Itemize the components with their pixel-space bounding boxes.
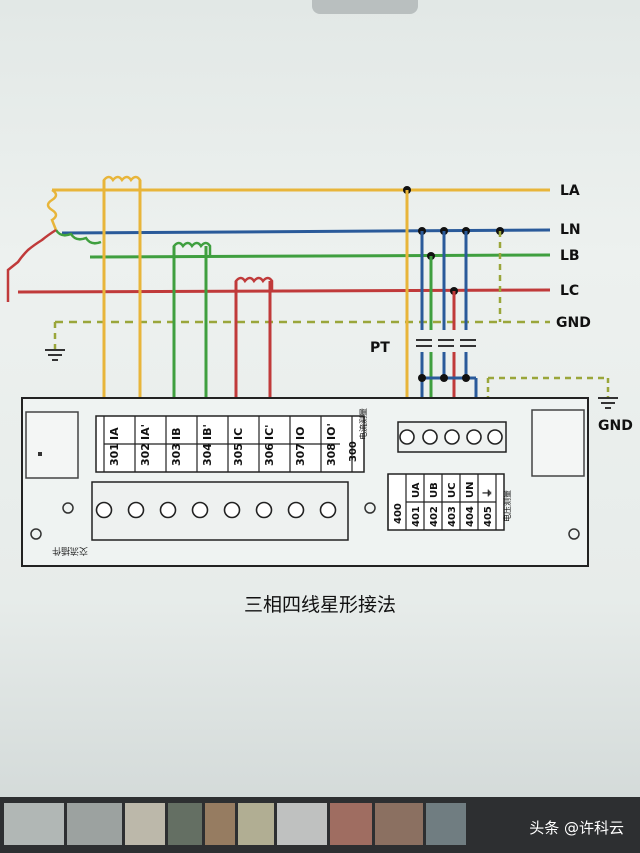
current-terminal-label: IC' <box>263 424 276 440</box>
thumbnail[interactable] <box>330 803 372 845</box>
label-lb: LB <box>560 248 580 264</box>
current-terminal-label: IB <box>170 428 183 440</box>
voltage-terminal-label: UC <box>447 483 458 498</box>
current-terminal-screw <box>223 501 241 519</box>
thumbnail[interactable] <box>4 803 64 845</box>
current-terminal-label: IA <box>108 427 121 440</box>
voltage-terminal-screw <box>444 429 460 445</box>
voltage-terminal-number: 403 <box>447 506 458 527</box>
voltage-terminal-label: UA <box>411 482 422 498</box>
diagram-caption: 三相四线星形接法 <box>243 594 396 616</box>
thumbnail[interactable] <box>168 803 202 845</box>
thumbnail[interactable] <box>375 803 423 845</box>
label-gnd-line: GND <box>556 315 591 331</box>
current-group-name: 电流测量 <box>358 408 368 440</box>
ct-a-coil <box>102 175 142 190</box>
current-terminal-screw <box>95 501 113 519</box>
voltage-terminal-number: 404 <box>465 506 476 527</box>
current-terminal-number: 304 <box>201 443 214 466</box>
thumbnail[interactable] <box>67 803 122 845</box>
label-ln: LN <box>560 222 581 238</box>
label-pt: PT <box>370 340 390 356</box>
line-ln <box>61 228 551 235</box>
label-lc: LC <box>560 283 579 299</box>
voltage-terminal-screw <box>422 429 438 445</box>
pt-transformers <box>416 339 476 347</box>
current-group-number: 300 <box>348 441 359 462</box>
thumbnail[interactable] <box>277 803 327 845</box>
current-terminal-screw <box>255 501 273 519</box>
line-lc <box>17 288 551 294</box>
voltage-terminal-screw <box>399 429 415 445</box>
ground-symbol-left <box>45 349 65 361</box>
current-terminal-screw <box>127 501 145 519</box>
current-terminal-number: 306 <box>263 443 276 466</box>
voltage-terminal-number: 401 <box>411 506 422 527</box>
voltage-terminal-number: 402 <box>429 506 440 527</box>
label-gnd-right: GND <box>598 418 633 434</box>
tablet-camera-notch <box>312 0 418 14</box>
left-window <box>25 411 79 479</box>
voltage-terminal-label: UN <box>465 482 476 499</box>
current-terminal-label: IA' <box>139 424 152 440</box>
current-terminal-screw <box>287 501 305 519</box>
thumbnail[interactable] <box>125 803 165 845</box>
current-terminal-screw <box>319 501 337 519</box>
current-terminal-label: IC <box>232 428 245 440</box>
current-terminal-number: 302 <box>139 443 152 466</box>
current-terminal-number: 305 <box>232 443 245 466</box>
module-label: 交流插件 <box>52 545 88 557</box>
thumbnail[interactable] <box>426 803 466 845</box>
thumbnail-strip <box>0 797 640 853</box>
mount-hole <box>568 528 580 540</box>
current-terminal-screw <box>191 501 209 519</box>
thumbnail[interactable] <box>238 803 274 845</box>
voltage-group-name: 电压测量 <box>502 490 512 522</box>
current-terminal-number: 308 <box>325 443 338 466</box>
voltage-terminal-label: UB <box>429 482 440 498</box>
voltage-terminal-number: 405 <box>483 506 494 527</box>
current-terminal-label: IB' <box>201 424 214 440</box>
mount-hole <box>62 502 74 514</box>
thumbnail[interactable] <box>205 803 235 845</box>
voltage-terminal-screw <box>487 429 503 445</box>
mount-hole <box>364 502 376 514</box>
current-terminal-number: 303 <box>170 443 183 466</box>
watermark: 头条 @许科云 <box>529 819 624 837</box>
ct-b-coil <box>172 241 212 256</box>
current-terminal-number: 307 <box>294 443 307 466</box>
current-terminal-label: IO <box>294 427 307 440</box>
voltage-terminal-screw <box>466 429 482 445</box>
current-terminal-number: 301 <box>108 443 121 466</box>
star-source <box>6 188 102 302</box>
label-la: LA <box>560 183 580 199</box>
ct-c-coil <box>234 276 274 291</box>
current-terminal-screw <box>159 501 177 519</box>
mount-hole <box>30 528 42 540</box>
ground-symbol-right <box>598 397 618 409</box>
voltage-group-number: 400 <box>393 503 404 524</box>
voltage-terminal-label: ⏚ <box>482 488 494 498</box>
right-window <box>531 409 585 477</box>
line-lb <box>89 253 551 259</box>
current-terminal-label: IO' <box>325 423 338 440</box>
